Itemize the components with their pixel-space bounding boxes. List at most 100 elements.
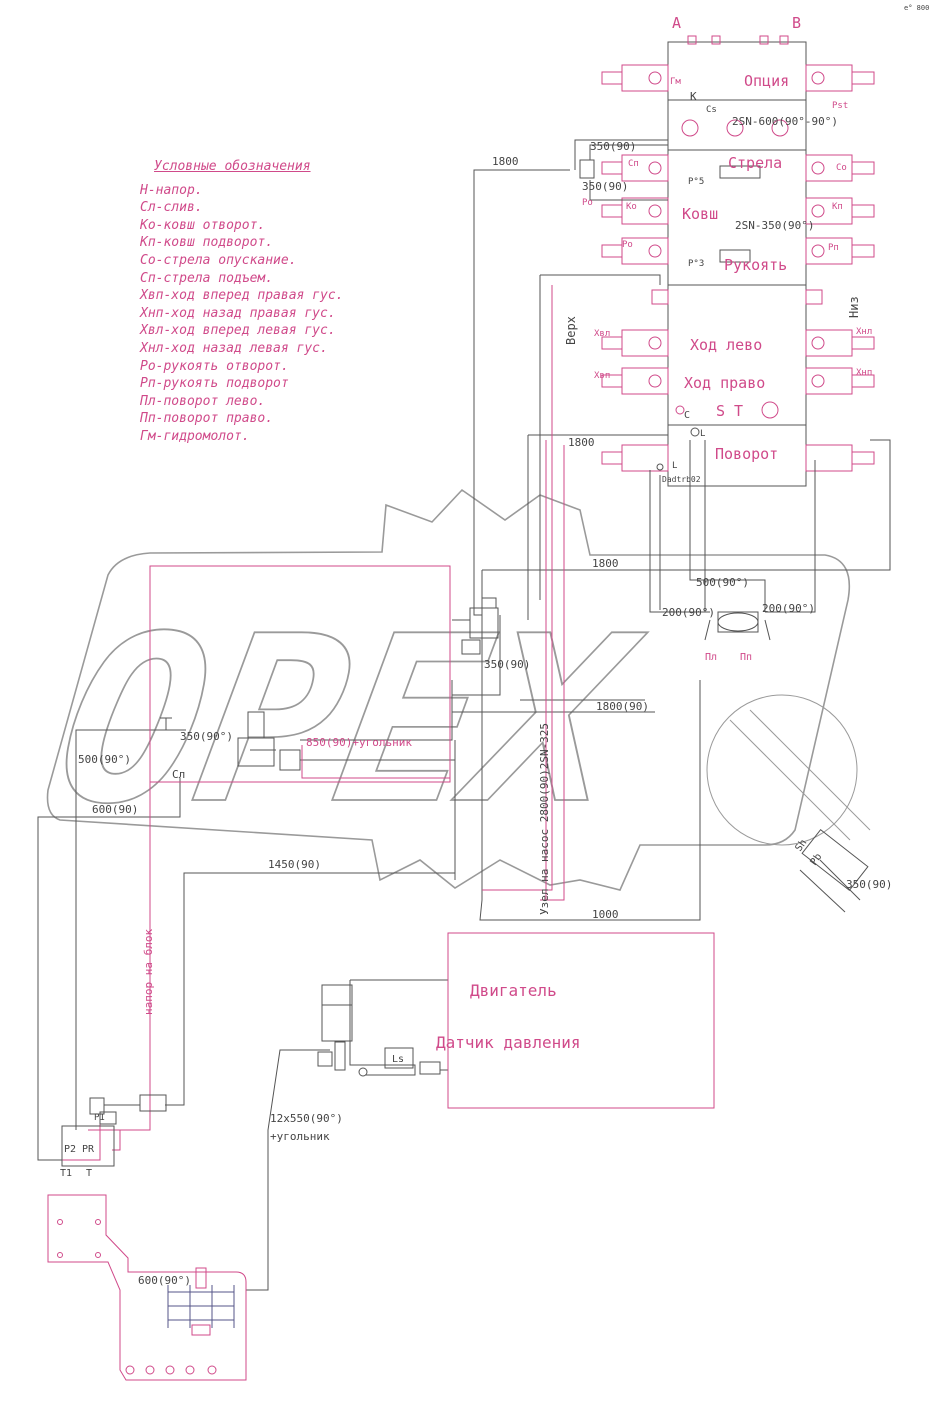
pump-labels: P2 PR P1 T1 T — [60, 1113, 105, 1179]
valve-labels: A B Опция Стрела Ковш Рукоять Ход лево Х… — [672, 14, 801, 463]
hose-600: 600(90) — [92, 803, 138, 816]
bottom-frame — [47, 1194, 247, 1381]
hose-lines — [37, 139, 891, 1291]
valve-small-fittings — [579, 159, 823, 305]
left-fittings — [601, 64, 669, 472]
hose-1800-top: 1800 — [492, 155, 519, 168]
port-hvp: Хвп — [594, 371, 610, 381]
hose-200-left: 200(90°) — [662, 606, 715, 619]
port-p3: P°3 — [688, 259, 704, 269]
right-fittings — [805, 64, 875, 472]
valve-block — [579, 35, 875, 487]
hose-350-top: 350(90) — [590, 140, 636, 153]
legend-title: Условные обозначения — [154, 159, 311, 174]
hose-1800-mid: 1800 — [568, 436, 595, 449]
watermark-gear — [46, 488, 851, 891]
pump — [61, 1094, 167, 1167]
label-pressure-to-block: напор на блок — [142, 929, 155, 1015]
top-fittings — [687, 35, 789, 45]
label-swing: Поворот — [715, 445, 778, 463]
hose-350-swivel: 350(90) — [846, 878, 892, 891]
legend-item: Пл-поворот лево. — [140, 393, 266, 409]
port-l: L — [700, 429, 705, 439]
engine-ls: Ls — [392, 1054, 404, 1065]
hose-500-left: 500(90°) — [78, 753, 131, 766]
hose-1000: 1000 — [592, 908, 619, 921]
pump-body — [61, 1125, 115, 1167]
legend-item: Сл-слив. — [140, 200, 203, 216]
port-cs: Cs — [706, 105, 717, 115]
port-gm: Гм — [670, 77, 681, 87]
label-side-top: Верх — [564, 316, 578, 345]
port-ro: Ро — [622, 240, 633, 250]
valve-circles — [648, 71, 825, 471]
upper-frame — [149, 565, 451, 783]
port-hnl: Хнл — [856, 327, 872, 337]
port-pst: Pst — [832, 101, 848, 111]
label-st: S T — [716, 402, 743, 420]
legend-item: Хнп-ход назад правая гус. — [140, 305, 336, 321]
engine-block — [317, 932, 715, 1109]
port-p5: P°5 — [688, 177, 704, 187]
hose-600-bottom: 600(90°) — [138, 1274, 191, 1287]
label-side-bottom: Низ — [847, 296, 861, 318]
port-ko: Ко — [626, 202, 637, 212]
port-rp: Рп — [828, 243, 839, 253]
hose-1450: 1450(90) — [268, 858, 321, 871]
hose-12x550: 12х550(90°) — [270, 1112, 343, 1125]
legend-item: Н-напор. — [140, 182, 203, 198]
hose-350-b: 350(90) — [582, 180, 628, 193]
label-hose-350: 2SN-350(90°) — [735, 219, 814, 232]
port-l-swing: L — [672, 461, 677, 471]
label-sh: Sh — [793, 838, 809, 854]
port-k: K — [690, 90, 697, 103]
hose-500-swing: 500(90°) — [696, 576, 749, 589]
legend-item: Рп-рукоять подворот — [140, 376, 289, 392]
legend-item: Ро-рукоять отворот. — [140, 358, 289, 374]
swing-motor — [704, 611, 771, 641]
legend-item: Кп-ковш подворот. — [140, 235, 274, 251]
label-port-b: B — [792, 14, 801, 32]
label-pp: Пп — [740, 652, 752, 663]
label-option: Опция — [744, 72, 789, 90]
port-kp: Кп — [832, 202, 843, 212]
center-valve — [452, 597, 499, 655]
label-pl: Пл — [705, 652, 717, 663]
pump-t1: T1 — [60, 1168, 72, 1179]
watermark-text: OPEX — [42, 587, 655, 855]
legend-item: Сп-стрела подъем. — [140, 270, 274, 286]
engine-labels: Двигатель Датчик давления Ls — [392, 981, 581, 1065]
watermark: OPEX — [41, 488, 851, 891]
engine-sensor: Датчик давления — [436, 1033, 581, 1052]
legend-item: Со-стрела опускание. — [140, 252, 297, 268]
label-travel-right: Ход право — [684, 374, 765, 392]
label-boom: Стрела — [728, 154, 782, 172]
port-sp: Сп — [628, 159, 639, 169]
legend-item: Хнл-ход назад левая гус. — [140, 340, 328, 356]
port-hvl: Хвл — [594, 329, 610, 339]
legend-item: Ко-ковш отворот. — [140, 217, 266, 233]
port-dr: Dadtrb02 — [662, 475, 701, 484]
hose-1800-90: 1800(90) — [596, 700, 649, 713]
pump-p1: P1 — [94, 1113, 105, 1123]
engine-title: Двигатель — [470, 981, 557, 1000]
port-c: C — [684, 410, 690, 421]
pump-p2: P2 — [64, 1144, 76, 1155]
label-bucket: Ковш — [682, 205, 718, 223]
label-corner: +угольник — [270, 1130, 330, 1143]
swivel — [706, 694, 871, 846]
swivel-valve — [799, 829, 869, 913]
port-so: Со — [836, 163, 847, 173]
engine-frame — [447, 932, 715, 1109]
valve-small-labels: 2SN-600(90°-90°) 2SN-350(90°) Верх Низ Г… — [564, 77, 872, 484]
legend: Условные обозначения Н-напор. Сл-слив. К… — [140, 158, 400, 446]
label-hose-600: 2SN-600(90°-90°) — [732, 115, 838, 128]
legend-item: Пп-поворот право. — [140, 411, 274, 427]
pump-pr: PR — [82, 1144, 95, 1155]
hose-350-90-left: 350(90°) — [180, 730, 233, 743]
port-hnp: Хнп — [856, 368, 872, 378]
label-arm: Рукоять — [724, 256, 787, 274]
legend-item: Хвл-ход вперед левая гус. — [140, 323, 336, 339]
label-travel-left: Ход лево — [690, 336, 762, 354]
